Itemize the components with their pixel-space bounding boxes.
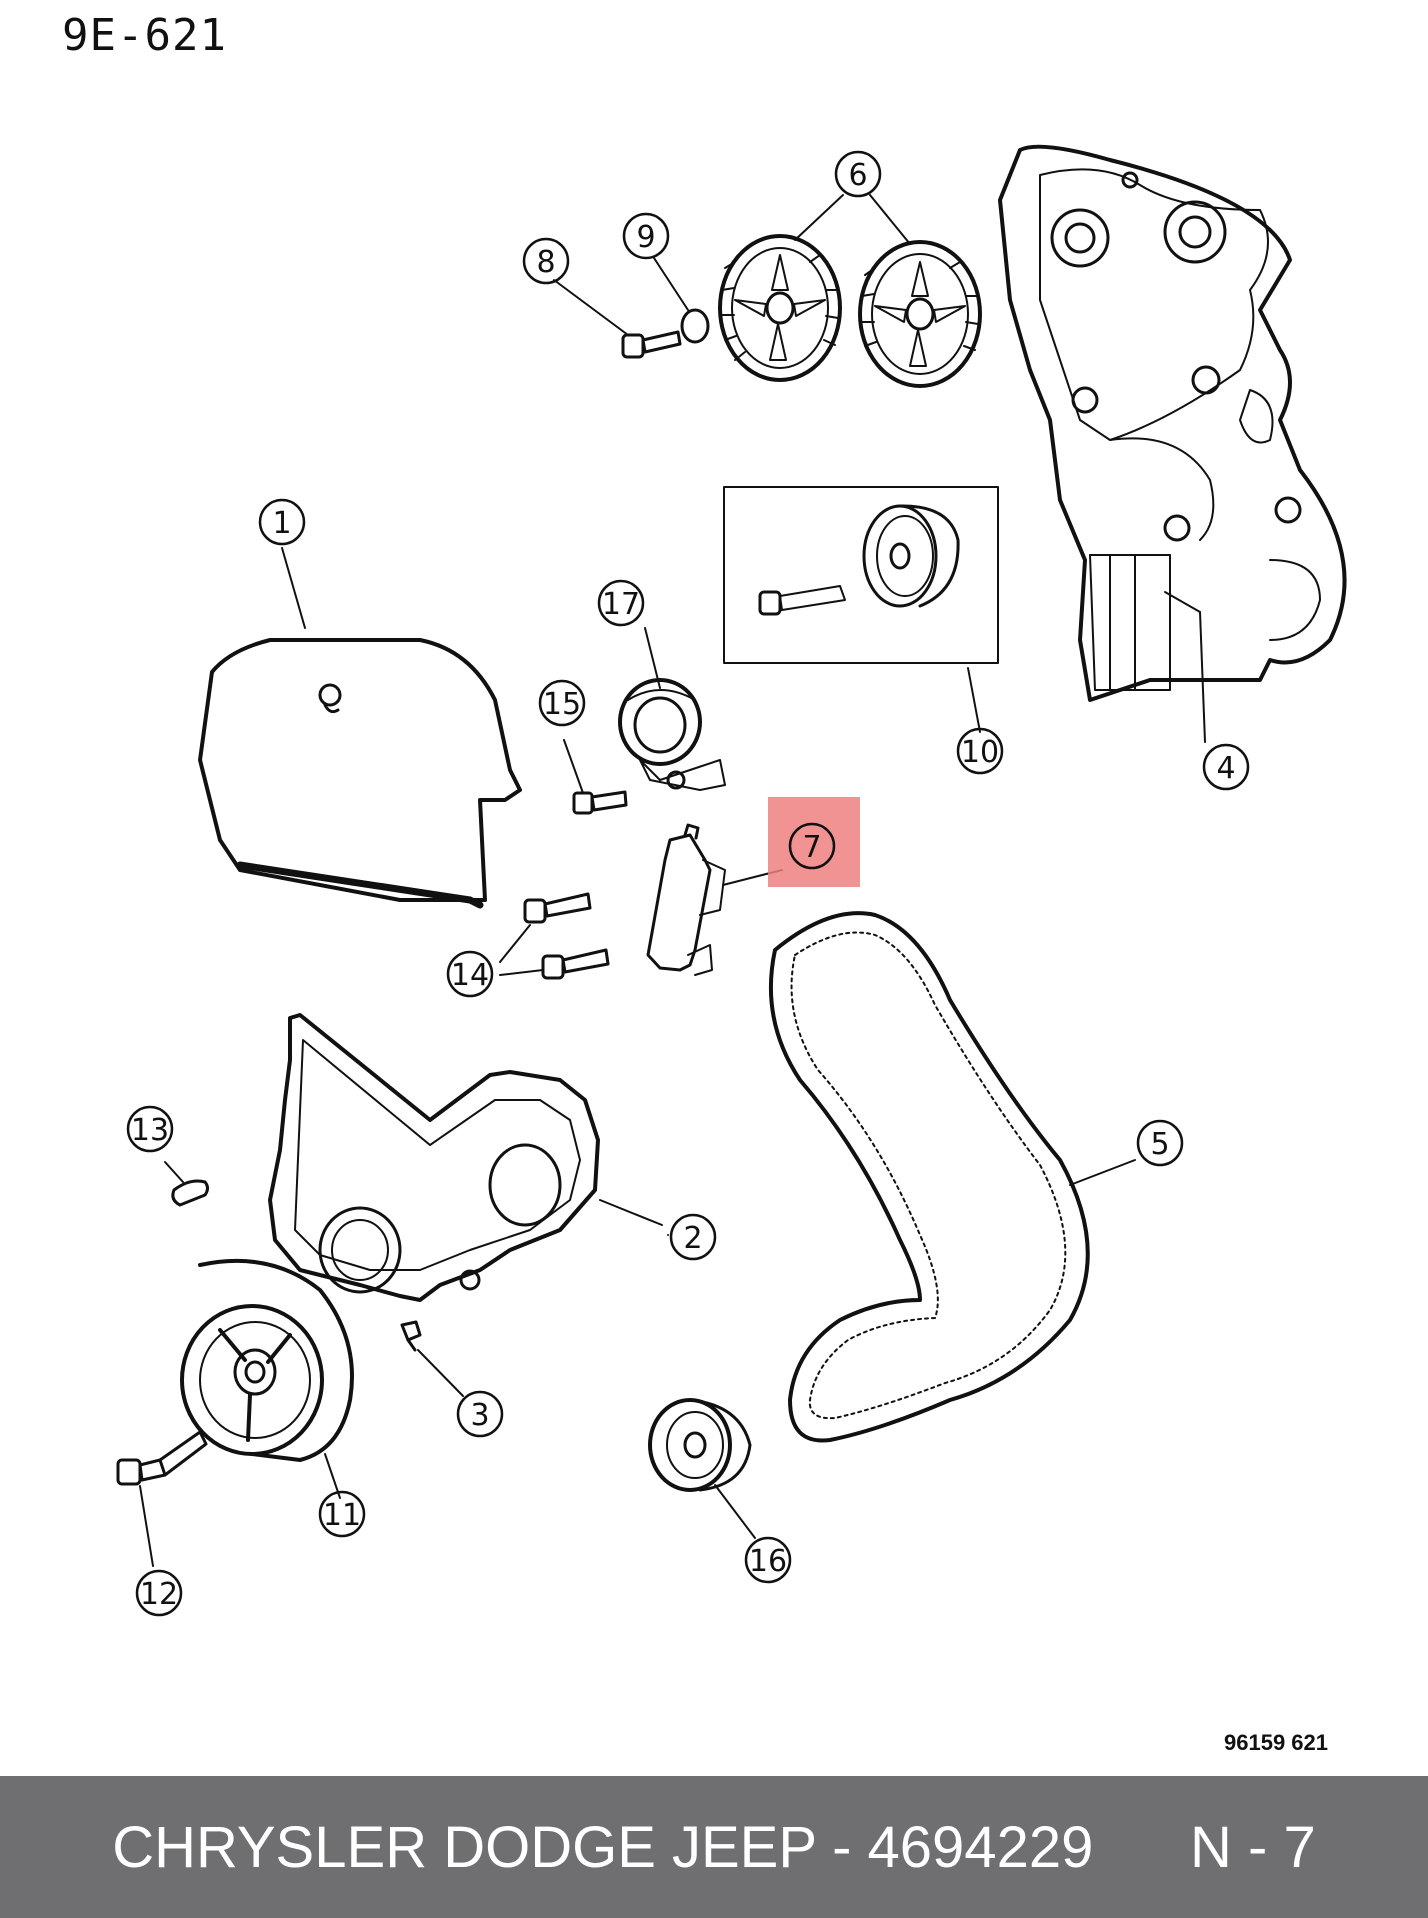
svg-text:3: 3 (470, 1398, 489, 1433)
cover-nut (400, 1320, 422, 1352)
highlight-box (768, 797, 860, 887)
crankshaft-key (171, 1179, 209, 1207)
svg-text:8: 8 (536, 245, 555, 280)
callout-16[interactable]: 16 (744, 1536, 792, 1584)
rear-timing-cover (998, 144, 1347, 702)
leader-lines (139, 194, 1206, 1567)
callout-1[interactable]: 1 (258, 498, 306, 546)
camshaft-sprocket-right (858, 240, 982, 388)
sprocket-washer (680, 308, 710, 344)
svg-text:5: 5 (1150, 1127, 1169, 1162)
callout-5[interactable]: 5 (1136, 1119, 1184, 1167)
callout-13[interactable]: 13 (126, 1105, 174, 1153)
crankshaft-damper (180, 1258, 354, 1462)
timing-belt (768, 911, 1090, 1443)
footer-page: N - 7 (1190, 1814, 1316, 1880)
svg-text:12: 12 (140, 1577, 178, 1612)
svg-text:16: 16 (749, 1544, 787, 1579)
sprocket-bolt (621, 330, 682, 359)
parts-diagram: 1 2 3 4 5 6 7 8 9 10 11 12 13 14 15 16 1… (116, 144, 1347, 1617)
svg-text:4: 4 (1216, 751, 1235, 786)
callout-4[interactable]: 4 (1202, 743, 1250, 791)
svg-text:6: 6 (848, 158, 867, 193)
crankshaft-sprocket (648, 1398, 752, 1492)
svg-text:13: 13 (131, 1113, 169, 1148)
idler-pulley-kit (723, 486, 999, 664)
footer-brand-part: CHRYSLER DODGE JEEP - 4694229 (112, 1814, 1094, 1880)
callout-14[interactable]: 14 (446, 950, 494, 998)
tensioner-bolt (572, 790, 628, 815)
callout-3[interactable]: 3 (456, 1390, 504, 1438)
callout-8[interactable]: 8 (522, 237, 570, 285)
svg-text:15: 15 (543, 687, 581, 722)
cover-bolts (523, 892, 610, 980)
svg-text:11: 11 (323, 1498, 361, 1533)
camshaft-sprocket-left (718, 234, 842, 382)
svg-text:9: 9 (636, 220, 655, 255)
belt-tensioner (618, 678, 726, 791)
callout-2[interactable]: 2 (669, 1213, 717, 1261)
callouts: 1 2 3 4 5 6 7 8 9 10 11 12 13 14 15 16 1… (126, 150, 1250, 1617)
callout-12[interactable]: 12 (135, 1569, 183, 1617)
footer-bar: CHRYSLER DODGE JEEP - 4694229 N - 7 (0, 1776, 1428, 1918)
front-timing-cover (198, 638, 522, 909)
damper-bolt (116, 1430, 208, 1486)
sheet-code: 9E-621 (62, 10, 227, 61)
callout-6[interactable]: 6 (834, 150, 882, 198)
lower-timing-cover (268, 1013, 600, 1302)
svg-text:10: 10 (961, 735, 999, 770)
tensioner-pin (646, 823, 726, 976)
svg-text:7: 7 (802, 830, 821, 865)
callout-15[interactable]: 15 (538, 679, 586, 727)
figure-code: 96159 621 (1224, 1730, 1328, 1755)
svg-text:14: 14 (451, 958, 489, 993)
svg-text:17: 17 (602, 587, 640, 622)
svg-text:2: 2 (683, 1221, 702, 1256)
callout-11[interactable]: 11 (318, 1490, 366, 1538)
callout-10[interactable]: 10 (956, 727, 1004, 775)
svg-text:1: 1 (272, 506, 291, 541)
callout-9[interactable]: 9 (622, 212, 670, 260)
callout-17[interactable]: 17 (597, 579, 645, 627)
callout-7[interactable]: 7 (788, 822, 836, 870)
